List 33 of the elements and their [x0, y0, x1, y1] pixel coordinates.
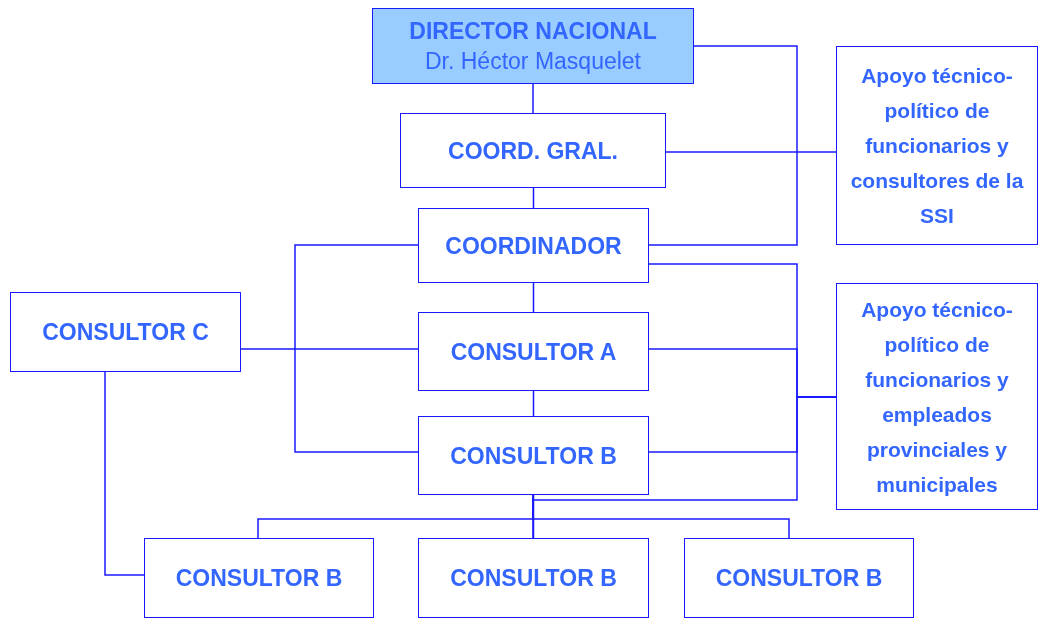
node-label: CONSULTOR B	[450, 441, 617, 471]
position-box	[684, 538, 914, 618]
support-box	[836, 283, 1038, 510]
node-label: CONSULTOR B	[175, 564, 343, 593]
node-label: Apoyo técnico-político de funcionarios y empleados provinciales y municipales	[860, 296, 1014, 498]
position-box	[418, 416, 649, 495]
node-label: Apoyo técnico-político de funcionarios y consultores de la SSI	[849, 63, 1025, 229]
connector-line	[532, 83, 534, 114]
node-label: CONSULTOR B	[715, 564, 883, 593]
connector-line	[648, 45, 798, 246]
node-label: DIRECTOR NACIONAL	[409, 17, 657, 46]
support-box	[836, 46, 1038, 245]
node-label: CONSULTOR B	[450, 564, 617, 593]
node-label: CONSULTOR A	[450, 337, 617, 367]
connector-line	[532, 494, 790, 539]
position-box	[400, 113, 666, 188]
person-name: Dr. Héctor Masquelet	[425, 47, 641, 76]
node-label: COORD. GRAL.	[448, 136, 618, 166]
position-box	[10, 292, 241, 372]
node-label: CONSULTOR C	[42, 318, 209, 347]
connector-line	[294, 244, 419, 453]
position-box	[418, 208, 649, 283]
position-box	[418, 312, 649, 391]
connector-line	[665, 151, 837, 153]
position-box	[418, 538, 649, 618]
connector-line	[532, 187, 535, 209]
director-box	[372, 8, 694, 84]
connector-line	[532, 282, 535, 313]
connector-line	[532, 390, 535, 417]
node-label: COORDINADOR	[445, 231, 622, 261]
position-box	[144, 538, 374, 618]
connector-line	[240, 348, 419, 350]
connector-line	[104, 371, 145, 576]
